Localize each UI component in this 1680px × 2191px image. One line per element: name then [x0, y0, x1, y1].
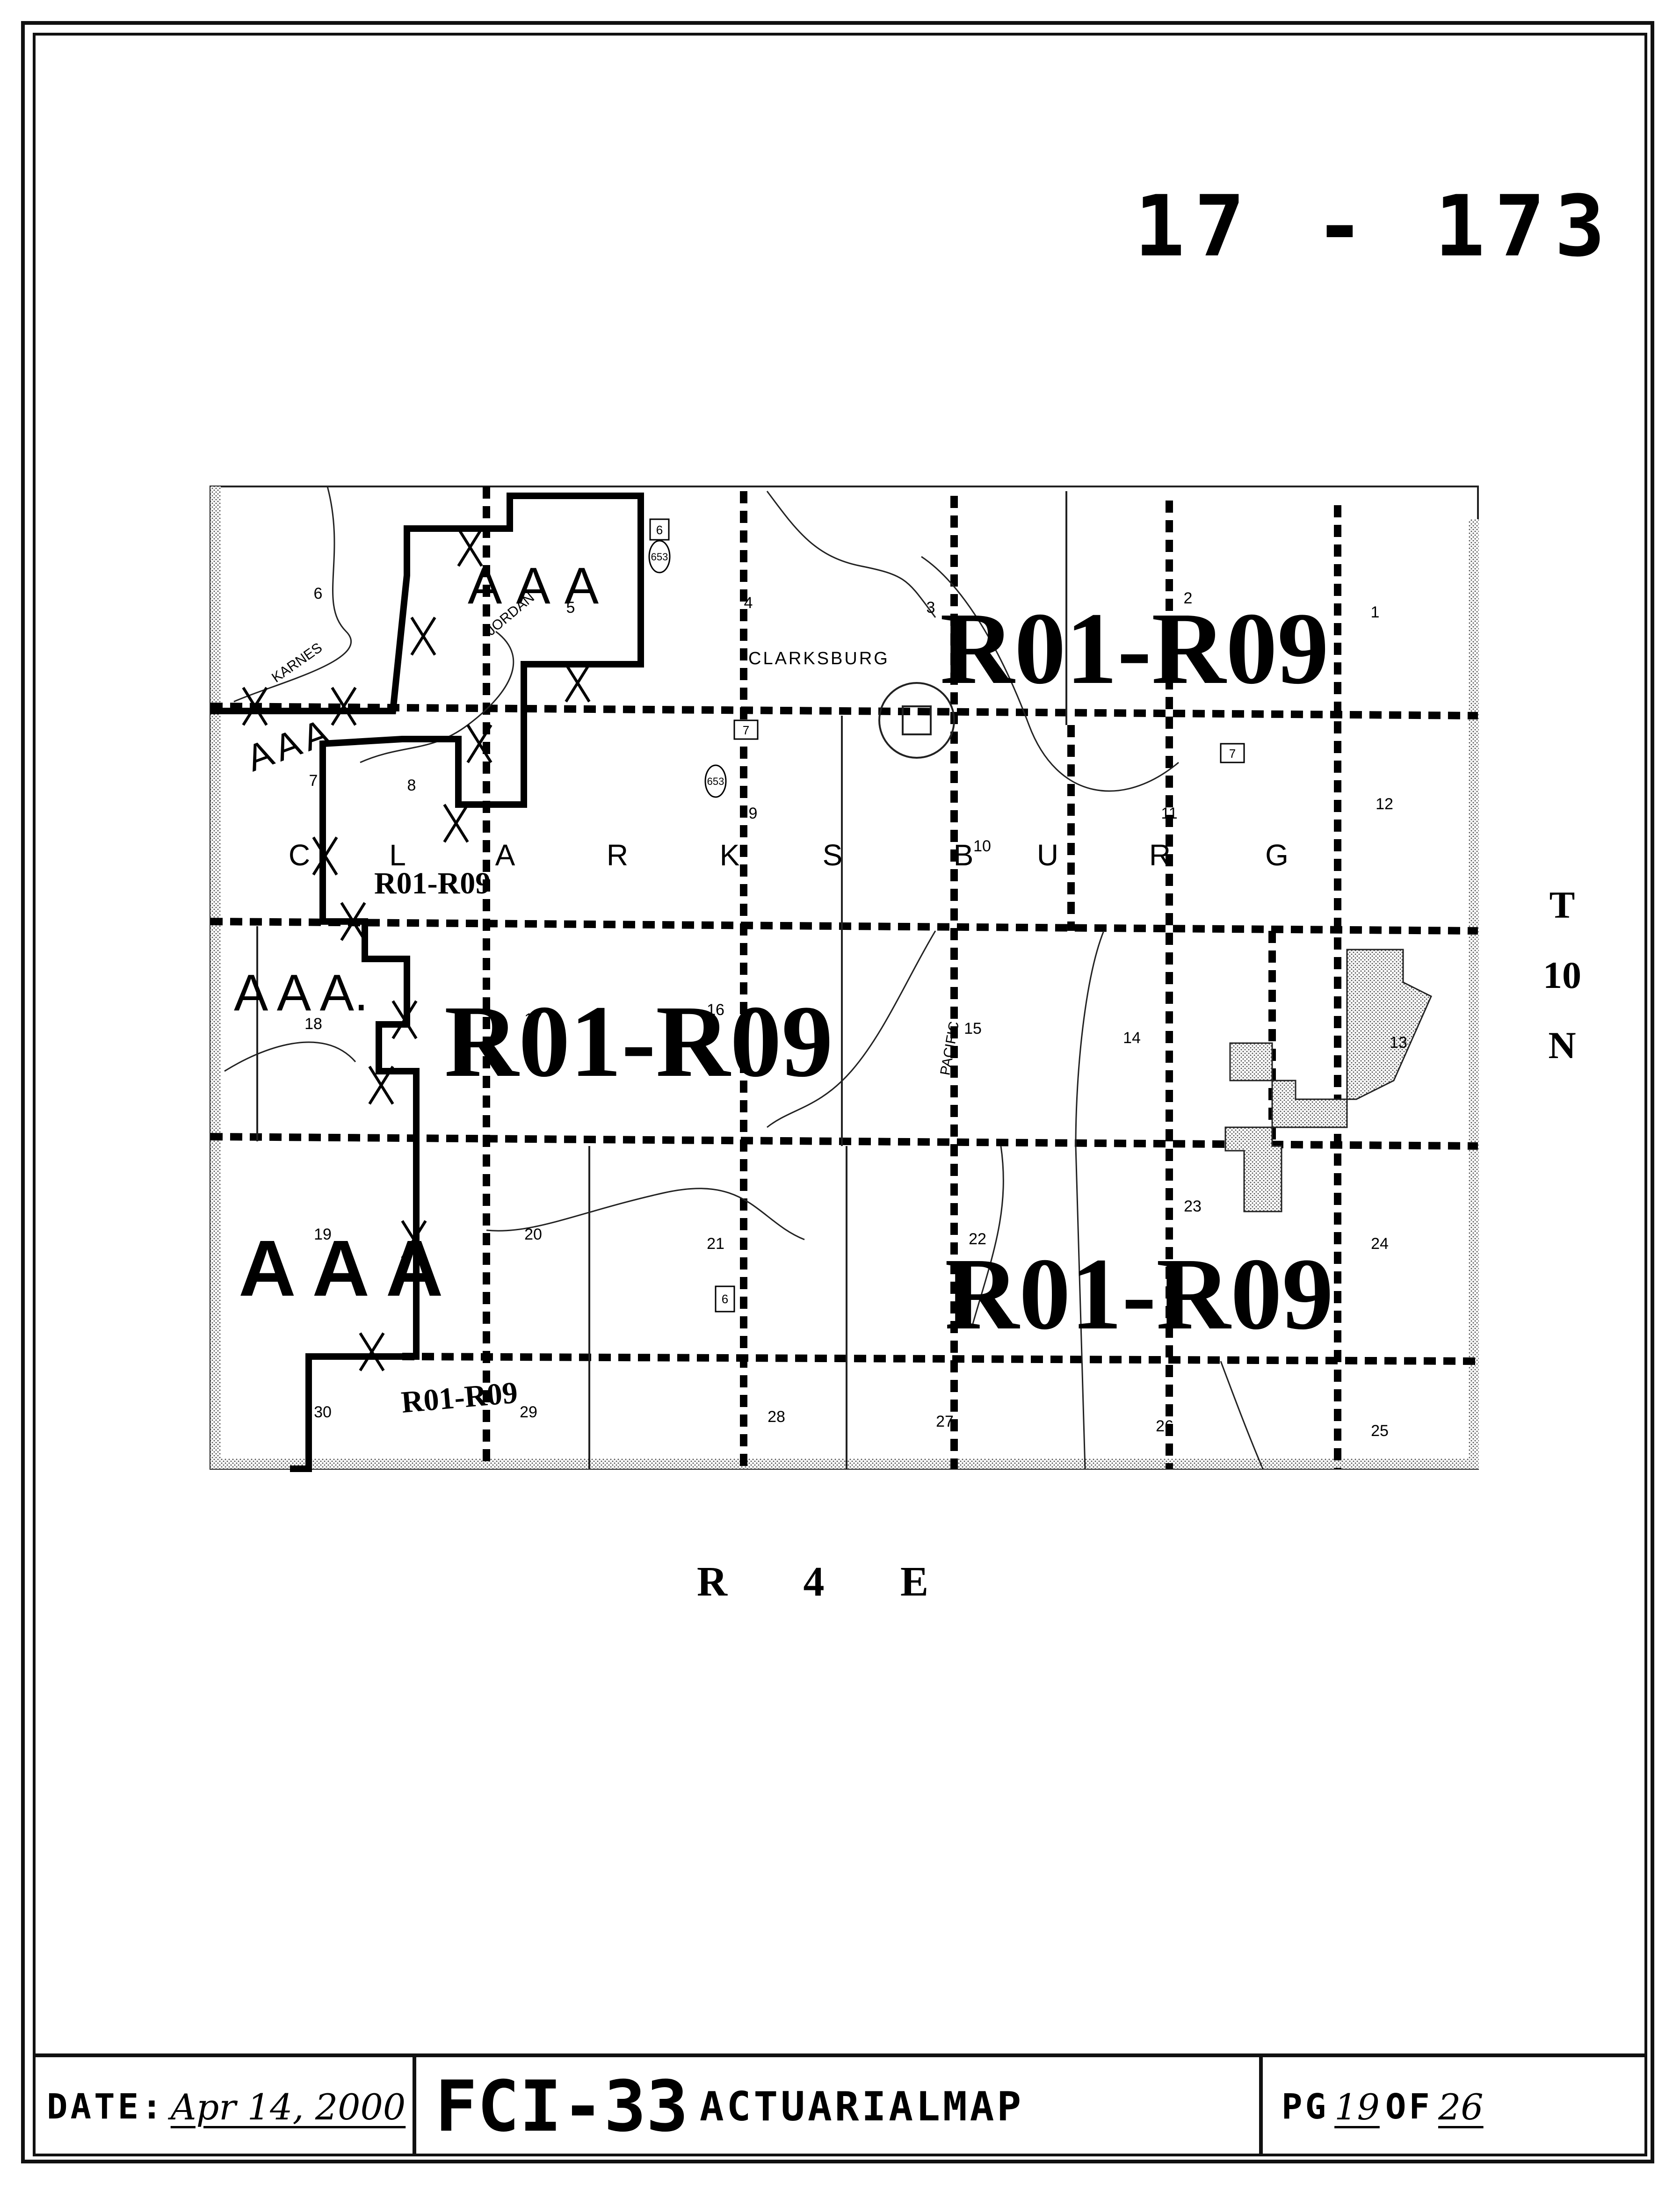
date-value: Apr 14, 2000 — [170, 2086, 406, 2128]
section-number: 14 — [1123, 1029, 1141, 1047]
section-grid-thin — [256, 491, 1067, 1469]
form-id: FCI-33 — [435, 2066, 688, 2147]
inner-border — [33, 33, 1647, 2156]
town-grid — [902, 705, 932, 735]
section-number: 29 — [520, 1403, 537, 1421]
date-label: DATE: — [47, 2087, 165, 2127]
outer-border — [21, 21, 1654, 2163]
section-number: 11 — [1161, 805, 1177, 822]
section-number: 21 — [707, 1235, 724, 1253]
boundary-marks — [242, 528, 591, 1371]
section-grid — [210, 486, 1478, 1469]
section-number: 16 — [707, 1001, 724, 1019]
section-number: 2 — [1184, 589, 1193, 607]
zone-boundary — [210, 493, 644, 1472]
page-current: 19 — [1334, 2086, 1380, 2128]
footer: DATE: Apr 14, 2000 FCI-33 ACTUARIALMAP P… — [33, 2053, 1647, 2156]
section-number: 9 — [749, 805, 758, 822]
title-cell: FCI-33 ACTUARIALMAP — [416, 2057, 1263, 2156]
township-letter: R — [607, 838, 628, 872]
date-cell: DATE: Apr 14, 2000 — [33, 2057, 416, 2156]
zone-label-r01: R01-R09 — [444, 984, 833, 1098]
township-map: 1 2 3 4 5 6 7 8 9 10 11 12 13 14 15 16 1… — [210, 486, 1479, 1472]
zone-label-aaa: AAA — [468, 557, 613, 615]
section-number: 30 — [314, 1403, 332, 1421]
section-number: 20 — [524, 1226, 542, 1243]
zone-label-r01: R01-R09 — [374, 866, 491, 900]
svg-text:653: 653 — [651, 551, 668, 563]
section-number: 1 — [1371, 603, 1380, 621]
township-letter: C — [289, 838, 310, 872]
township-letter: S — [823, 838, 843, 872]
section-number: 5 — [566, 599, 575, 617]
section-number: 24 — [1371, 1235, 1389, 1253]
form-title: ACTUARIALMAP — [699, 2083, 1024, 2130]
township-letter: G — [1265, 838, 1289, 872]
town-label: CLARKSBURG — [748, 649, 890, 668]
route-shield: 653 — [648, 540, 671, 573]
section-number: 17 — [524, 1010, 542, 1028]
of-label: OF — [1385, 2087, 1433, 2127]
svg-text:7: 7 — [1229, 747, 1236, 761]
section-number: 22 — [969, 1230, 986, 1248]
section-number: 18 — [304, 1015, 322, 1033]
section-number: 23 — [1184, 1197, 1202, 1215]
zone-label-aaa: A A A — [239, 1224, 443, 1313]
svg-text:6: 6 — [722, 1292, 728, 1306]
stippled-area — [1224, 949, 1432, 1212]
township-label-line: N — [1548, 1024, 1576, 1066]
township-label-line: T — [1549, 884, 1575, 926]
route-shield: 7 — [733, 719, 759, 740]
zone-label-aaa: A A A. — [234, 964, 369, 1022]
township-letter: K — [720, 838, 740, 872]
page-total: 26 — [1438, 2086, 1484, 2128]
section-number: 27 — [936, 1413, 954, 1430]
section-number: 6 — [314, 585, 323, 602]
route-shield: 6 — [649, 518, 670, 541]
township-letter: B — [954, 838, 974, 872]
route-shield: 7 — [1220, 743, 1245, 763]
township-letter: A — [495, 838, 515, 872]
section-number: 25 — [1371, 1422, 1389, 1440]
svg-text:653: 653 — [707, 776, 724, 787]
section-number: 15 — [964, 1020, 982, 1037]
zone-label-r01: R01-R09 — [940, 591, 1329, 705]
section-number: 4 — [744, 594, 753, 612]
section-number: 8 — [407, 776, 416, 794]
route-shield: 6 — [715, 1285, 735, 1313]
range-label: R 4 E — [697, 1559, 962, 1605]
sheet-number: 17 - 173 — [1134, 178, 1615, 276]
section-number: 26 — [1156, 1417, 1173, 1435]
town-circle — [878, 682, 955, 759]
section-number: 12 — [1376, 795, 1393, 813]
streams — [224, 486, 1264, 1469]
section-number: 28 — [768, 1408, 785, 1426]
township-letter: L — [389, 838, 406, 872]
section-number: 7 — [309, 772, 318, 790]
page-label: PG — [1282, 2087, 1329, 2127]
section-number: 13 — [1390, 1034, 1407, 1052]
section-number: 19 — [314, 1226, 332, 1243]
township-letter: U — [1037, 838, 1058, 872]
zone-label-r01: R01-R09 — [945, 1237, 1333, 1351]
svg-text:7: 7 — [743, 723, 749, 737]
section-number: 3 — [927, 599, 935, 617]
township-letter: R — [1149, 838, 1171, 872]
svg-text:6: 6 — [656, 523, 663, 537]
stippled-edges — [210, 486, 1479, 1469]
route-shield: 653 — [704, 764, 727, 798]
section-number: 10 — [973, 837, 991, 855]
township-label: T 10 N — [1529, 870, 1595, 1081]
page-cell: PG 19 OF 26 — [1263, 2057, 1647, 2156]
township-label-line: 10 — [1543, 954, 1581, 996]
